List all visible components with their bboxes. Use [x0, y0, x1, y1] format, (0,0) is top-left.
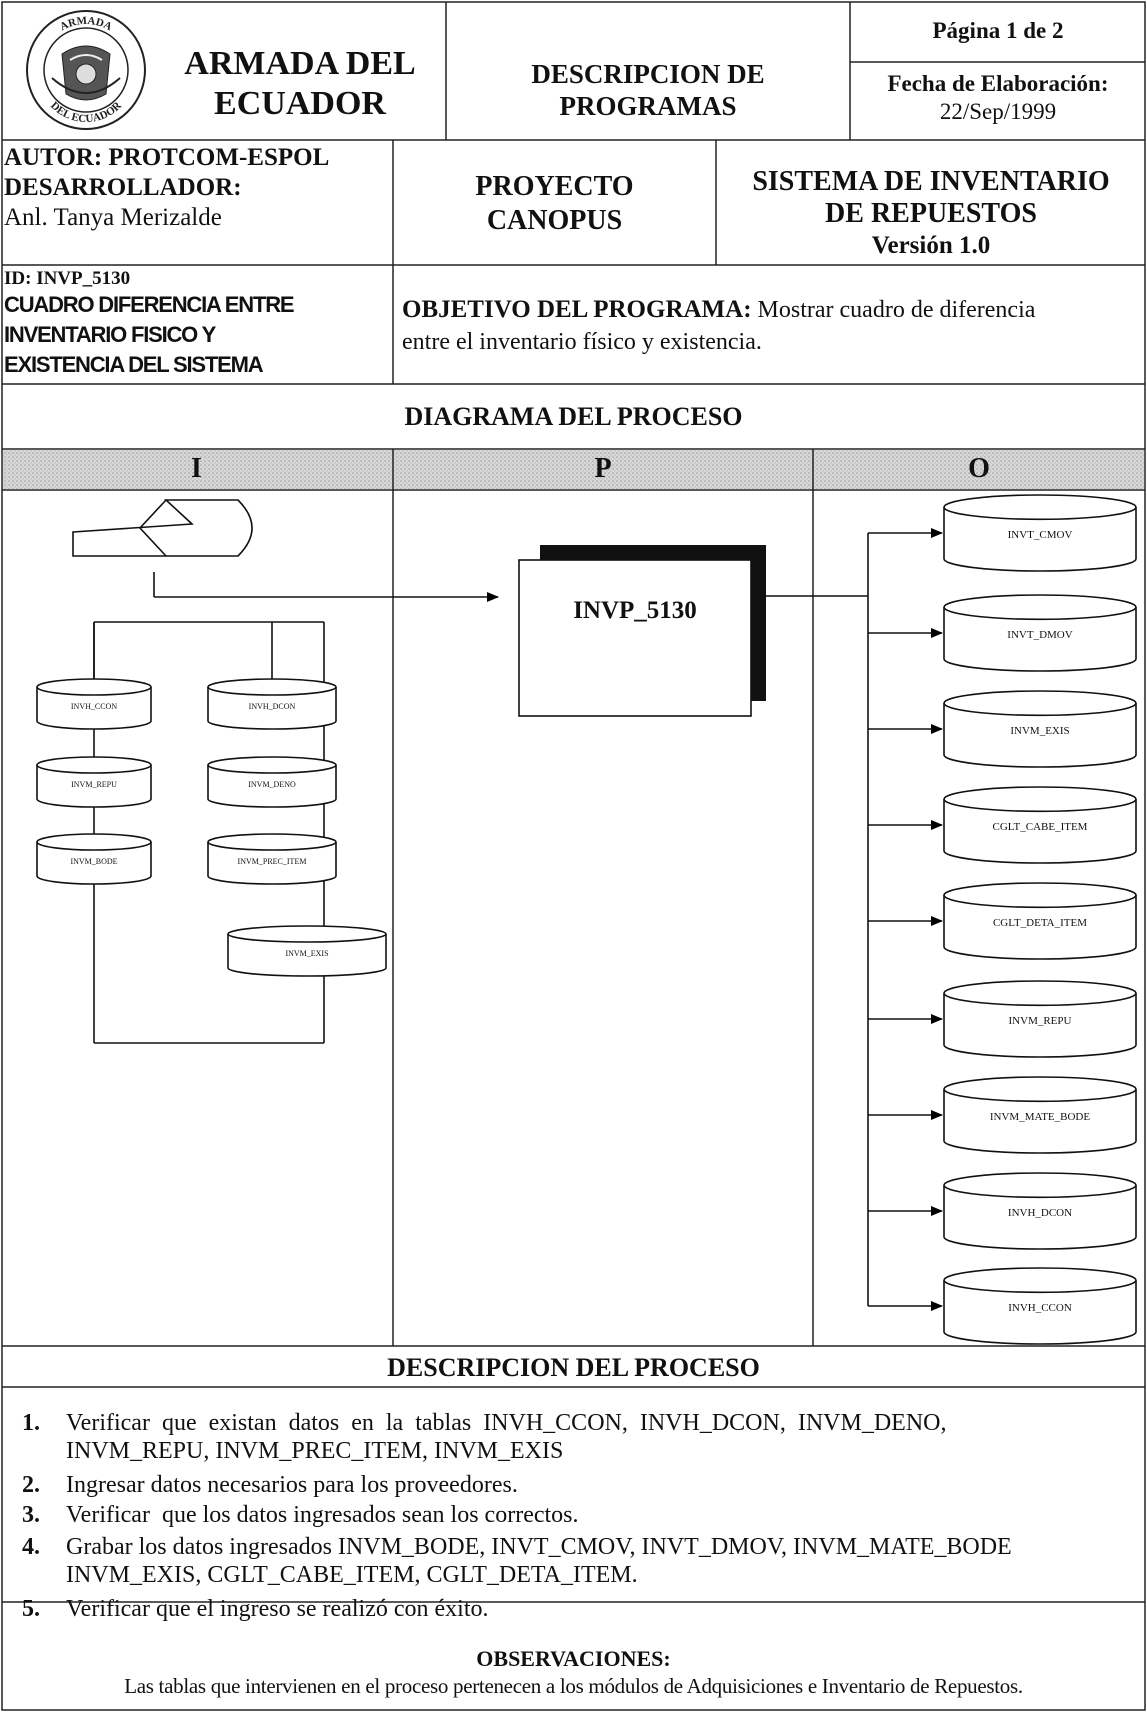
page-label: Página 1 de 2: [932, 18, 1064, 43]
step-number: 3.: [22, 1502, 40, 1528]
step-text-continued: INVM_REPU, INVM_PREC_ITEM, INVM_EXIS: [66, 1438, 564, 1464]
input-table-drum-label: INVH_DCON: [249, 702, 296, 711]
input-table-drum-label: INVM_REPU: [71, 780, 117, 789]
org-name-line2: ECUADOR: [214, 85, 386, 122]
input-table-drum: INVM_EXIS: [227, 925, 387, 977]
input-table-drum: INVH_CCON: [36, 678, 152, 730]
author-line: AUTOR: PROTCOM-ESPOL: [4, 144, 330, 171]
system-line2: DE REPUESTOS: [825, 198, 1037, 229]
input-table-drum: INVM_PREC_ITEM: [207, 833, 337, 885]
objective-line1: OBJETIVO DEL PROGRAMA: Mostrar cuadro de…: [402, 294, 1142, 326]
step-text-continued: INVM_EXIS, CGLT_CABE_ITEM, CGLT_DETA_ITE…: [66, 1562, 638, 1588]
output-table-drum: INVT_DMOV: [943, 594, 1137, 672]
output-table-drum-label: CGLT_CABE_ITEM: [993, 821, 1088, 833]
output-table-drum-label: INVH_CCON: [1008, 1302, 1072, 1314]
output-table-drum-label: INVM_MATE_BODE: [990, 1111, 1091, 1123]
input-table-drum: INVM_REPU: [36, 756, 152, 808]
project-line1: PROYECTO: [475, 171, 634, 202]
system-line1: SISTEMA DE INVENTARIO: [752, 166, 1110, 197]
doc-type-line1: DESCRIPCION DE: [531, 59, 765, 89]
output-table-drum: INVM_MATE_BODE: [943, 1076, 1137, 1154]
program-block: ID: INVP_5130 CUADRO DIFERENCIA ENTRE IN…: [4, 268, 392, 380]
date-value: 22/Sep/1999: [939, 99, 1057, 124]
project-name: PROYECTO CANOPUS: [394, 170, 715, 238]
input-table-drum-label: INVM_PREC_ITEM: [238, 857, 307, 866]
step-text: Verificar que los datos ingresados sean …: [66, 1502, 579, 1528]
observations-title: OBSERVACIONES:: [476, 1646, 671, 1671]
doc-type: DESCRIPCION DE PROGRAMAS: [447, 58, 849, 122]
date-block: Fecha de Elaboración: 22/Sep/1999: [851, 70, 1145, 126]
output-table-drum: CGLT_CABE_ITEM: [943, 786, 1137, 864]
step-number: 2.: [22, 1472, 40, 1498]
program-name-line1: CUADRO DIFERENCIA ENTRE: [4, 292, 295, 317]
output-table-drum-label: INVH_DCON: [1008, 1207, 1072, 1219]
step-text: Verificar que existan datos en la tablas…: [66, 1410, 947, 1436]
system-version: Versión 1.0: [871, 232, 991, 259]
project-line2: CANOPUS: [486, 205, 623, 236]
org-name-line1: ARMADA DEL: [184, 45, 416, 82]
objective-label: OBJETIVO DEL PROGRAMA:: [402, 296, 752, 323]
output-table-drum: INVM_REPU: [943, 980, 1137, 1058]
date-label: Fecha de Elaboración:: [887, 71, 1109, 96]
step-number: 4.: [22, 1534, 40, 1560]
input-table-drum: INVM_BODE: [36, 833, 152, 885]
output-table-drum-label: INVM_REPU: [1009, 1015, 1072, 1027]
objective-block: OBJETIVO DEL PROGRAMA: Mostrar cuadro de…: [402, 294, 1142, 358]
input-table-drum-label: INVM_EXIS: [285, 949, 328, 958]
output-table-drum-label: INVM_EXIS: [1010, 725, 1069, 737]
objective-text2: entre el inventario físico y existencia.: [402, 329, 762, 355]
program-name-line3: EXISTENCIA DEL SISTEMA: [4, 352, 264, 377]
output-table-drum-label: INVT_DMOV: [1007, 629, 1072, 641]
output-table-drum: CGLT_DETA_ITEM: [943, 882, 1137, 960]
step-text: Verificar que el ingreso se realizó con …: [66, 1596, 489, 1622]
step-text: Grabar los datos ingresados INVM_BODE, I…: [66, 1534, 1012, 1560]
svg-text:ARMADA: ARMADA: [58, 15, 114, 34]
step-number: 1.: [22, 1410, 40, 1436]
author-block: AUTOR: PROTCOM-ESPOL DESARROLLADOR: Anl.…: [4, 143, 392, 233]
doc-type-line2: PROGRAMAS: [559, 91, 737, 121]
system-name: SISTEMA DE INVENTARIO DE REPUESTOS Versi…: [717, 166, 1145, 262]
column-process-header: P: [594, 453, 612, 484]
diagram-title: DIAGRAMA DEL PROCESO: [404, 402, 743, 431]
org-name: ARMADA DEL ECUADOR: [155, 44, 445, 124]
description-title: DESCRIPCION DEL PROCESO: [387, 1353, 760, 1382]
developer-label: DESARROLLADOR:: [4, 174, 242, 201]
output-table-drum-label: CGLT_DETA_ITEM: [993, 917, 1087, 929]
output-table-drum: INVT_CMOV: [943, 494, 1137, 572]
step-number: 5.: [22, 1596, 40, 1622]
output-table-drum-label: INVT_CMOV: [1008, 529, 1073, 541]
input-table-drum-label: INVM_DENO: [248, 780, 296, 789]
output-table-drum: INVH_DCON: [943, 1172, 1137, 1250]
output-table-drum: INVM_EXIS: [943, 690, 1137, 768]
observations-text: Las tablas que intervienen en el proceso…: [124, 1674, 1023, 1698]
program-name-line2: INVENTARIO FISICO Y: [4, 322, 216, 347]
column-output-header: O: [968, 453, 990, 484]
input-table-drum: INVH_DCON: [207, 678, 337, 730]
step-text: Ingresar datos necesarios para los prove…: [66, 1472, 518, 1498]
output-table-drum: INVH_CCON: [943, 1267, 1137, 1345]
input-table-drum-label: INVH_CCON: [71, 702, 117, 711]
objective-text1: Mostrar cuadro de diferencia: [757, 297, 1036, 323]
process-box-label: INVP_5130: [573, 597, 697, 624]
program-id: ID: INVP_5130: [4, 268, 131, 289]
input-table-drum-label: INVM_BODE: [70, 857, 117, 866]
developer-name: Anl. Tanya Merizalde: [4, 204, 222, 231]
navy-seal-logo: ARMADA DEL ECUADOR: [26, 10, 146, 130]
input-table-drum: INVM_DENO: [207, 756, 337, 808]
column-input-header: I: [191, 453, 202, 484]
